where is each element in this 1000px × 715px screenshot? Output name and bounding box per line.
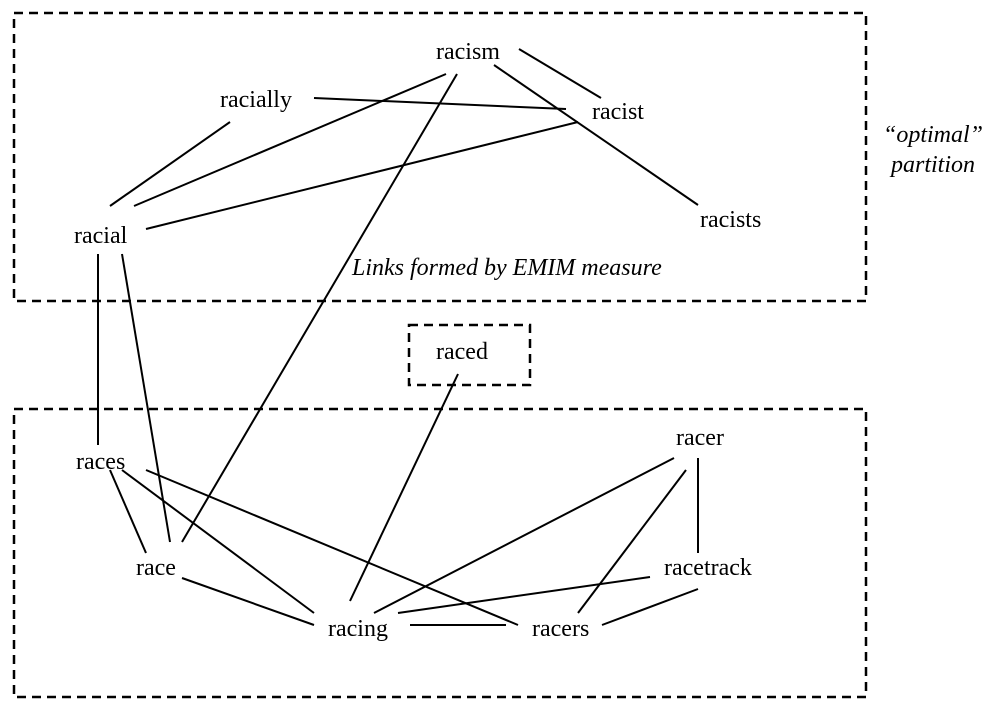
edge-racially-racial xyxy=(109,121,231,207)
node-racers: racers xyxy=(532,616,590,642)
node-racer: racer xyxy=(676,425,724,451)
partition-box-racism xyxy=(12,11,868,303)
node-race: race xyxy=(136,555,176,581)
edge-races-race xyxy=(109,469,147,554)
partition-box-race xyxy=(12,407,868,699)
node-racetrack: racetrack xyxy=(664,555,752,581)
node-racists: racists xyxy=(700,207,762,233)
edge-racer-racers xyxy=(577,469,687,614)
edge-racism-racists xyxy=(493,64,699,206)
node-racism: racism xyxy=(436,39,500,65)
node-racing: racing xyxy=(328,616,388,642)
node-racially: racially xyxy=(220,87,292,113)
node-racial: racial xyxy=(74,223,128,249)
partition-label-line1: “optimal” xyxy=(882,122,984,148)
partition-box-raced xyxy=(407,323,532,387)
edge-race-racing xyxy=(181,577,315,626)
node-races: races xyxy=(76,449,126,475)
node-racist: racist xyxy=(592,99,644,125)
partition-label-line2: partition xyxy=(890,152,975,178)
edge-racist-racial xyxy=(145,121,579,230)
edge-caption: Links formed by EMIM measure xyxy=(352,255,662,281)
partition-label: “optimal” partition xyxy=(868,120,998,180)
edge-racing-racetrack xyxy=(397,576,651,614)
edge-racial-race xyxy=(121,253,171,543)
edge-racism-racist xyxy=(518,48,602,99)
edge-racism-race xyxy=(181,73,458,543)
edge-races-racing xyxy=(121,469,315,614)
edge-racing-racer xyxy=(373,457,675,614)
edge-races-racers xyxy=(145,469,519,626)
node-raced: raced xyxy=(436,339,488,365)
edge-racism-racial xyxy=(133,73,447,207)
edge-racetrack-racers xyxy=(601,588,699,626)
